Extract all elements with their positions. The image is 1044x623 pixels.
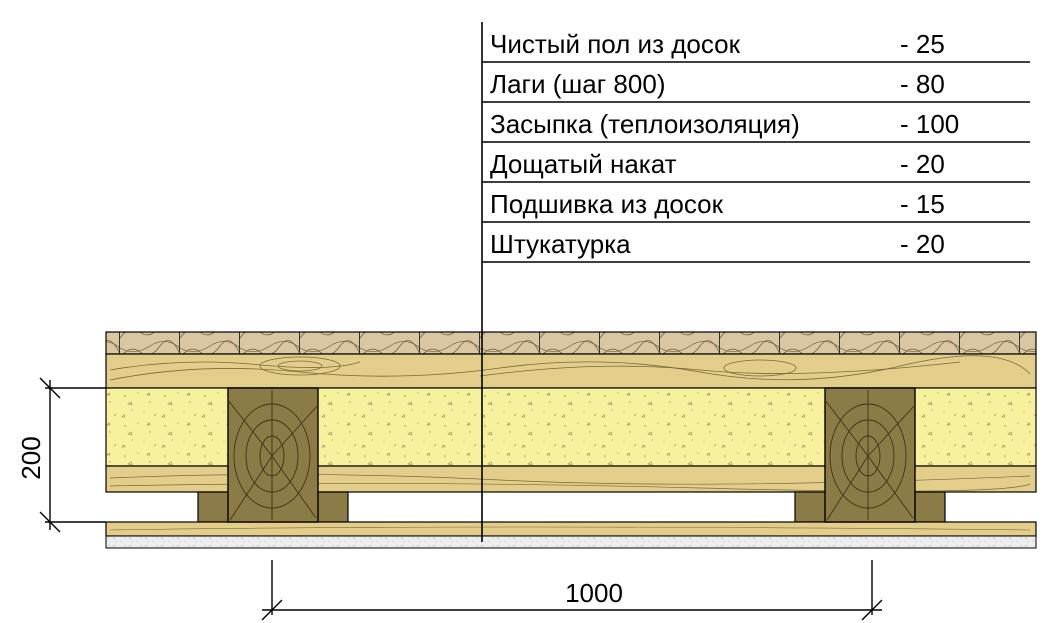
spacing-dimension-label: 1000 [565,578,623,608]
plaster-layer [105,535,1037,549]
layer-name: Дощатый накат [490,149,677,179]
height-dimension [39,377,106,533]
layer-name: Штукатурка [490,229,631,259]
spacing-dimension [261,560,883,621]
layer-row: Чистый пол из досок - 25 [482,29,1030,63]
sheathing-layer [105,521,1037,537]
joist-grain [109,355,1031,381]
layer-row: Дощатый накат - 20 [482,149,1030,183]
layers-table: Чистый пол из досок - 25 Лаги (шаг 800) - 8… [482,29,1030,263]
layer-name: Чистый пол из досок [490,29,741,59]
layer-thickness: - 25 [900,29,945,59]
layer-row: Подшивка из досок - 15 [482,189,1030,223]
height-dimension-label: 200 [16,436,46,479]
layer-name: Лаги (шаг 800) [490,69,665,99]
layer-thickness: - 15 [900,189,945,219]
layer-thickness: - 80 [900,69,945,99]
beam [227,387,319,523]
layer-name: Засыпка (теплоизоляция) [490,109,800,139]
joist-layer [105,353,1037,389]
beam [824,387,916,523]
layer-row: Штукатурка - 20 [482,229,1030,263]
layer-thickness: - 20 [900,229,945,259]
finish-board-layer [105,331,1037,355]
sheathing-grain [109,526,1031,531]
layer-name: Подшивка из досок [490,189,724,219]
layer-thickness: - 20 [900,149,945,179]
cross-section [105,331,1037,549]
layer-row: Лаги (шаг 800) - 80 [482,69,1030,103]
layer-thickness: - 100 [900,109,959,139]
layer-row: Засыпка (теплоизоляция) - 100 [482,109,1030,143]
